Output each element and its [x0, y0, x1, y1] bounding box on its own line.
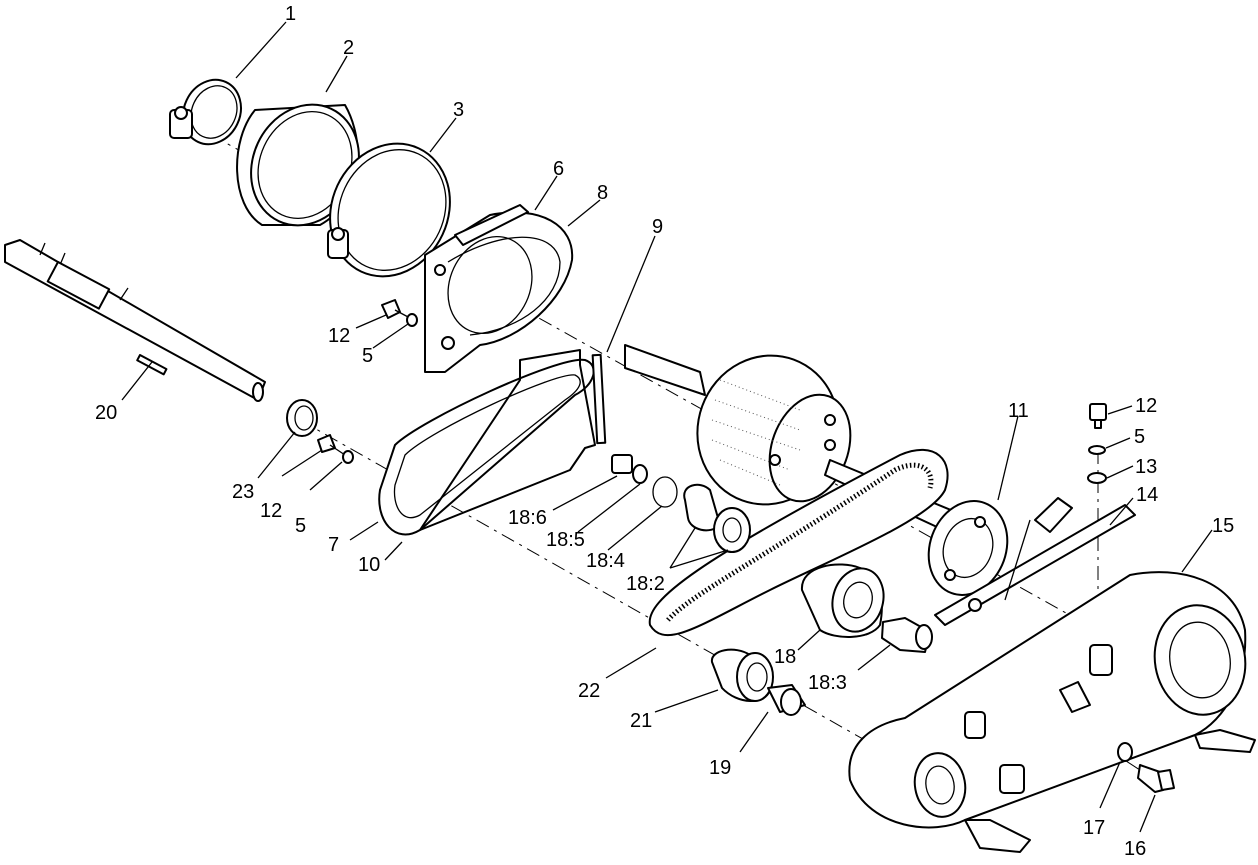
timing-belt [648, 449, 949, 637]
callout-11: 11 [1008, 400, 1029, 422]
callout-22: 22 [578, 680, 600, 702]
callout-leader-lines [121, 21, 1213, 833]
callout-7: 7 [328, 534, 339, 556]
bearing-seal-ring [286, 399, 318, 437]
callout-5-right: 5 [1134, 426, 1145, 448]
gear-housing [848, 571, 1256, 853]
callout-18: 18 [774, 646, 796, 668]
callout-18-2: 18:2 [626, 573, 665, 595]
spacer-bushing [767, 684, 806, 716]
callout-12-lower: 12 [260, 500, 282, 522]
callout-15: 15 [1212, 515, 1234, 537]
hose-clamp-small [169, 78, 242, 146]
callout-20: 20 [95, 402, 117, 424]
callout-8: 8 [597, 182, 608, 204]
shaft-key [136, 354, 168, 376]
callout-1: 1 [285, 3, 296, 25]
callout-3: 3 [453, 99, 464, 121]
timing-pulley [710, 648, 774, 702]
callout-23: 23 [232, 481, 254, 503]
guard-strip [419, 349, 607, 531]
bolt-washer-upper [381, 299, 418, 327]
callout-6: 6 [553, 158, 564, 180]
callout-13: 13 [1135, 456, 1157, 478]
idler-pulley-assembly [611, 454, 933, 653]
callout-labels: 1 2 3 6 8 9 12 5 20 23 12 5 7 10 18:6 18… [95, 3, 1234, 860]
callout-2: 2 [343, 37, 354, 59]
callout-18-4: 18:4 [586, 550, 625, 572]
callout-18-6: 18:6 [508, 507, 547, 529]
sensor-bracket [934, 497, 1136, 626]
callout-10: 10 [358, 554, 380, 576]
mounting-flange [927, 500, 1009, 596]
callout-17: 17 [1083, 817, 1105, 839]
bolt-washer-lower [317, 434, 354, 464]
callout-18-3: 18:3 [808, 672, 847, 694]
callout-21: 21 [630, 710, 652, 732]
callout-5-lower: 5 [295, 515, 306, 537]
callout-12-upper: 12 [328, 325, 350, 347]
belt-guard-plate [424, 204, 574, 373]
callout-19: 19 [709, 757, 731, 779]
callout-5-upper: 5 [362, 345, 373, 367]
callout-16: 16 [1124, 838, 1146, 860]
callout-18-5: 18:5 [546, 529, 585, 551]
callout-9: 9 [652, 216, 663, 238]
washer-17 [1117, 742, 1133, 762]
hex-bolt-16 [1137, 764, 1175, 793]
drive-shaft [4, 239, 266, 402]
v-belt [378, 358, 595, 536]
vertical-bolt-stack [1087, 403, 1107, 484]
callout-12-right: 12 [1135, 395, 1157, 417]
callout-14: 14 [1136, 484, 1158, 506]
drive-cover-cup [236, 103, 360, 227]
hose-clamp-large [327, 142, 451, 278]
